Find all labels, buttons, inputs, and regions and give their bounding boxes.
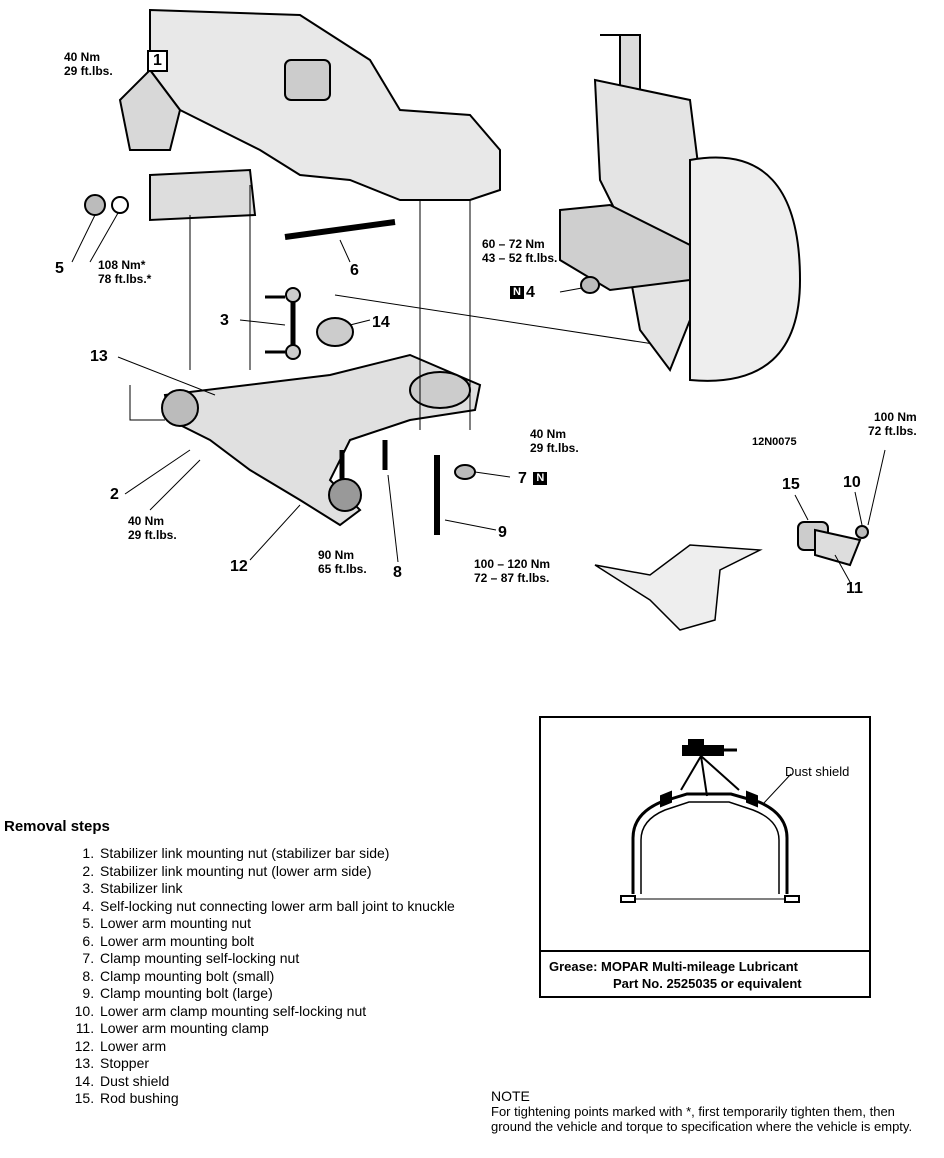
callout-8: 8	[393, 564, 402, 581]
step-6: Lower arm mounting bolt	[98, 933, 474, 951]
part-number-line: Part No. 2525035 or equivalent	[613, 976, 802, 991]
removal-title: Removal steps	[4, 818, 110, 835]
note-text: For tightening points marked with *, fir…	[491, 1104, 913, 1134]
step-12: Lower arm	[98, 1038, 474, 1056]
disc-shield	[689, 156, 802, 382]
callout-15: 15	[782, 476, 800, 493]
step-11: Lower arm mounting clamp	[98, 1020, 474, 1038]
step-5: Lower arm mounting nut	[98, 915, 474, 933]
torque-label-2: 40 Nm 29 ft.lbs.	[128, 514, 177, 542]
step-1: Stabilizer link mounting nut (stabilizer…	[98, 845, 474, 863]
note-block: NOTE For tightening points marked with *…	[491, 1088, 931, 1135]
callout-7: 7 N	[518, 470, 549, 488]
torque-label-8: 90 Nm 65 ft.lbs.	[318, 548, 367, 576]
dust-shield-label: Dust shield	[785, 764, 850, 779]
callout-3: 3	[220, 312, 229, 329]
step-9: Clamp mounting bolt (large)	[98, 985, 474, 1003]
torque-label-5: 108 Nm* 78 ft.lbs.*	[98, 258, 152, 286]
step-3: Stabilizer link	[98, 880, 474, 898]
nut-5	[84, 194, 106, 216]
step-13: Stopper	[98, 1055, 474, 1073]
callout-1: 1	[147, 50, 168, 72]
step-4: Self-locking nut connecting lower arm ba…	[98, 898, 474, 916]
rear-bushing	[409, 371, 471, 409]
torque-label-7: 40 Nm 29 ft.lbs.	[530, 427, 579, 455]
ball-joint	[328, 478, 362, 512]
callout-2: 2	[110, 486, 119, 503]
note-title: NOTE	[491, 1088, 530, 1104]
callout-12: 12	[230, 558, 248, 575]
figure-code: 12N0075	[752, 436, 797, 448]
torque-label-9: 100 – 120 Nm 72 – 87 ft.lbs.	[474, 557, 551, 585]
exploded-diagram: 40 Nm 29 ft.lbs. 108 Nm* 78 ft.lbs.* 60 …	[55, 8, 917, 631]
dust-shield-drawing	[620, 739, 800, 903]
step-15: Rod bushing	[98, 1090, 474, 1108]
new-part-badge: N	[510, 286, 524, 300]
mounting-clamp	[814, 528, 862, 567]
clamp-nut-10	[855, 525, 869, 539]
grease-detail-box: Dust shield Grease: MOPAR Multi-mileage …	[539, 716, 871, 998]
callout-9: 9	[498, 524, 507, 541]
callout-11: 11	[846, 580, 863, 597]
torque-label-4: 60 – 72 Nm 43 – 52 ft.lbs.	[482, 237, 558, 265]
callout-10: 10	[843, 474, 861, 491]
callout-14: 14	[372, 314, 390, 331]
upper-mount	[284, 59, 331, 101]
removal-steps: Removal steps Stabilizer link mounting n…	[4, 818, 474, 1108]
callout-6: 6	[350, 262, 359, 279]
knuckle-nut	[580, 276, 600, 294]
crossmember	[149, 8, 501, 201]
grease-caption: Grease: MOPAR Multi-mileage Lubricant Pa…	[541, 950, 869, 992]
lower-arm	[163, 353, 482, 527]
grease-line: Grease: MOPAR Multi-mileage Lubricant	[549, 959, 798, 974]
torque-label-1: 40 Nm 29 ft.lbs.	[64, 50, 113, 78]
front-bushing	[161, 389, 199, 427]
step-14: Dust shield	[98, 1073, 474, 1091]
grease-gun-icon	[682, 739, 737, 756]
step-2: Stabilizer link mounting nut (lower arm …	[98, 863, 474, 881]
stopper	[316, 317, 354, 347]
removal-list: Stabilizer link mounting nut (stabilizer…	[4, 845, 474, 1108]
step-8: Clamp mounting bolt (small)	[98, 968, 474, 986]
lower-arm-front-bracket	[149, 168, 257, 222]
step-10: Lower arm clamp mounting self-locking nu…	[98, 1003, 474, 1021]
bolt-lower-arm-mounting	[284, 219, 396, 240]
callout-13: 13	[90, 348, 108, 365]
callout-5: 5	[55, 260, 64, 277]
torque-label-10: 100 Nm 72 ft.lbs.	[868, 410, 917, 438]
suspension-drawing	[71, 8, 886, 631]
dust-shield-profile	[631, 792, 789, 894]
washer-5	[111, 196, 129, 214]
lower-arm-inset	[594, 544, 763, 631]
clamp-nut	[454, 464, 476, 480]
step-7: Clamp mounting self-locking nut	[98, 950, 474, 968]
new-part-badge: N	[533, 472, 548, 486]
